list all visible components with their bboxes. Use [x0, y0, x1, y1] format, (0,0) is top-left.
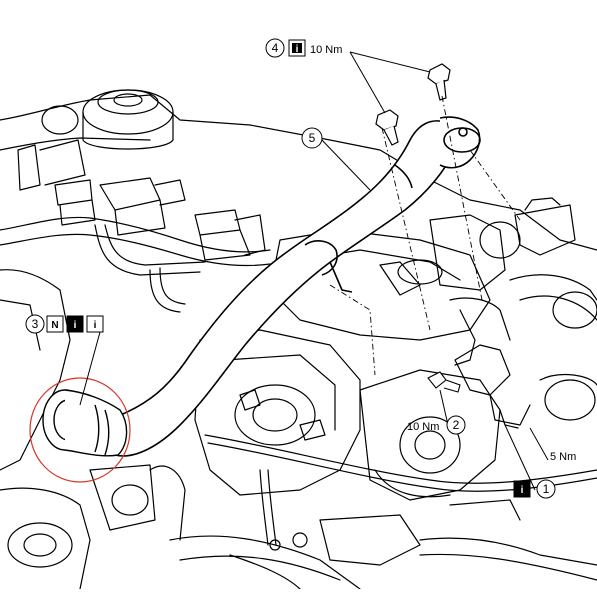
callout-2-number: 2	[453, 418, 460, 432]
callout-4-circle	[265, 38, 285, 58]
callout-4-torque: 10 Nm	[310, 44, 342, 56]
callout-3-badge-3-box	[86, 315, 104, 333]
callout-3-badge-2-box	[66, 315, 84, 333]
callout-4-number: 4	[272, 41, 279, 55]
callout-2-torque: 10 Nm	[407, 421, 439, 433]
callout-4-badge-fill	[292, 43, 302, 53]
callout-5-circle	[301, 127, 323, 149]
bolt-left	[375, 109, 399, 146]
callout-3-badge-1: N	[51, 320, 58, 331]
torque-5nm-label: 5 Nm	[550, 451, 576, 463]
callout-1: i 1	[513, 479, 556, 499]
bolt-small-2	[427, 371, 461, 393]
callout-3-number: 3	[32, 317, 39, 331]
hose-connector	[42, 389, 128, 457]
callout-1-number: 1	[543, 482, 550, 496]
callout-3: 3 N i i	[25, 314, 104, 334]
callout-1-badge: i	[521, 485, 524, 496]
leader-lines	[79, 51, 549, 491]
callout-5-number: 5	[309, 131, 316, 145]
highlight-circle	[29, 377, 131, 483]
callout-4: 4 i 10 Nm	[265, 38, 342, 58]
callout-2-circle	[446, 415, 466, 435]
callout-5: 5	[301, 127, 323, 149]
callout-3-badge-3: i	[94, 320, 97, 331]
callout-4-badge: i	[296, 44, 299, 55]
coolant-hose	[107, 116, 481, 457]
alignment-dashes	[329, 95, 521, 376]
bolt-top-right	[427, 63, 451, 101]
callout-1-badge-box	[513, 480, 531, 498]
callout-3-badge-2: i	[74, 320, 77, 331]
callout-2: 10 Nm 2	[407, 415, 466, 435]
callout-3-circle	[25, 314, 45, 334]
callout-3-badge-1-box	[46, 315, 64, 333]
callout-1-circle	[536, 479, 556, 499]
engine-line-art	[0, 89, 597, 590]
